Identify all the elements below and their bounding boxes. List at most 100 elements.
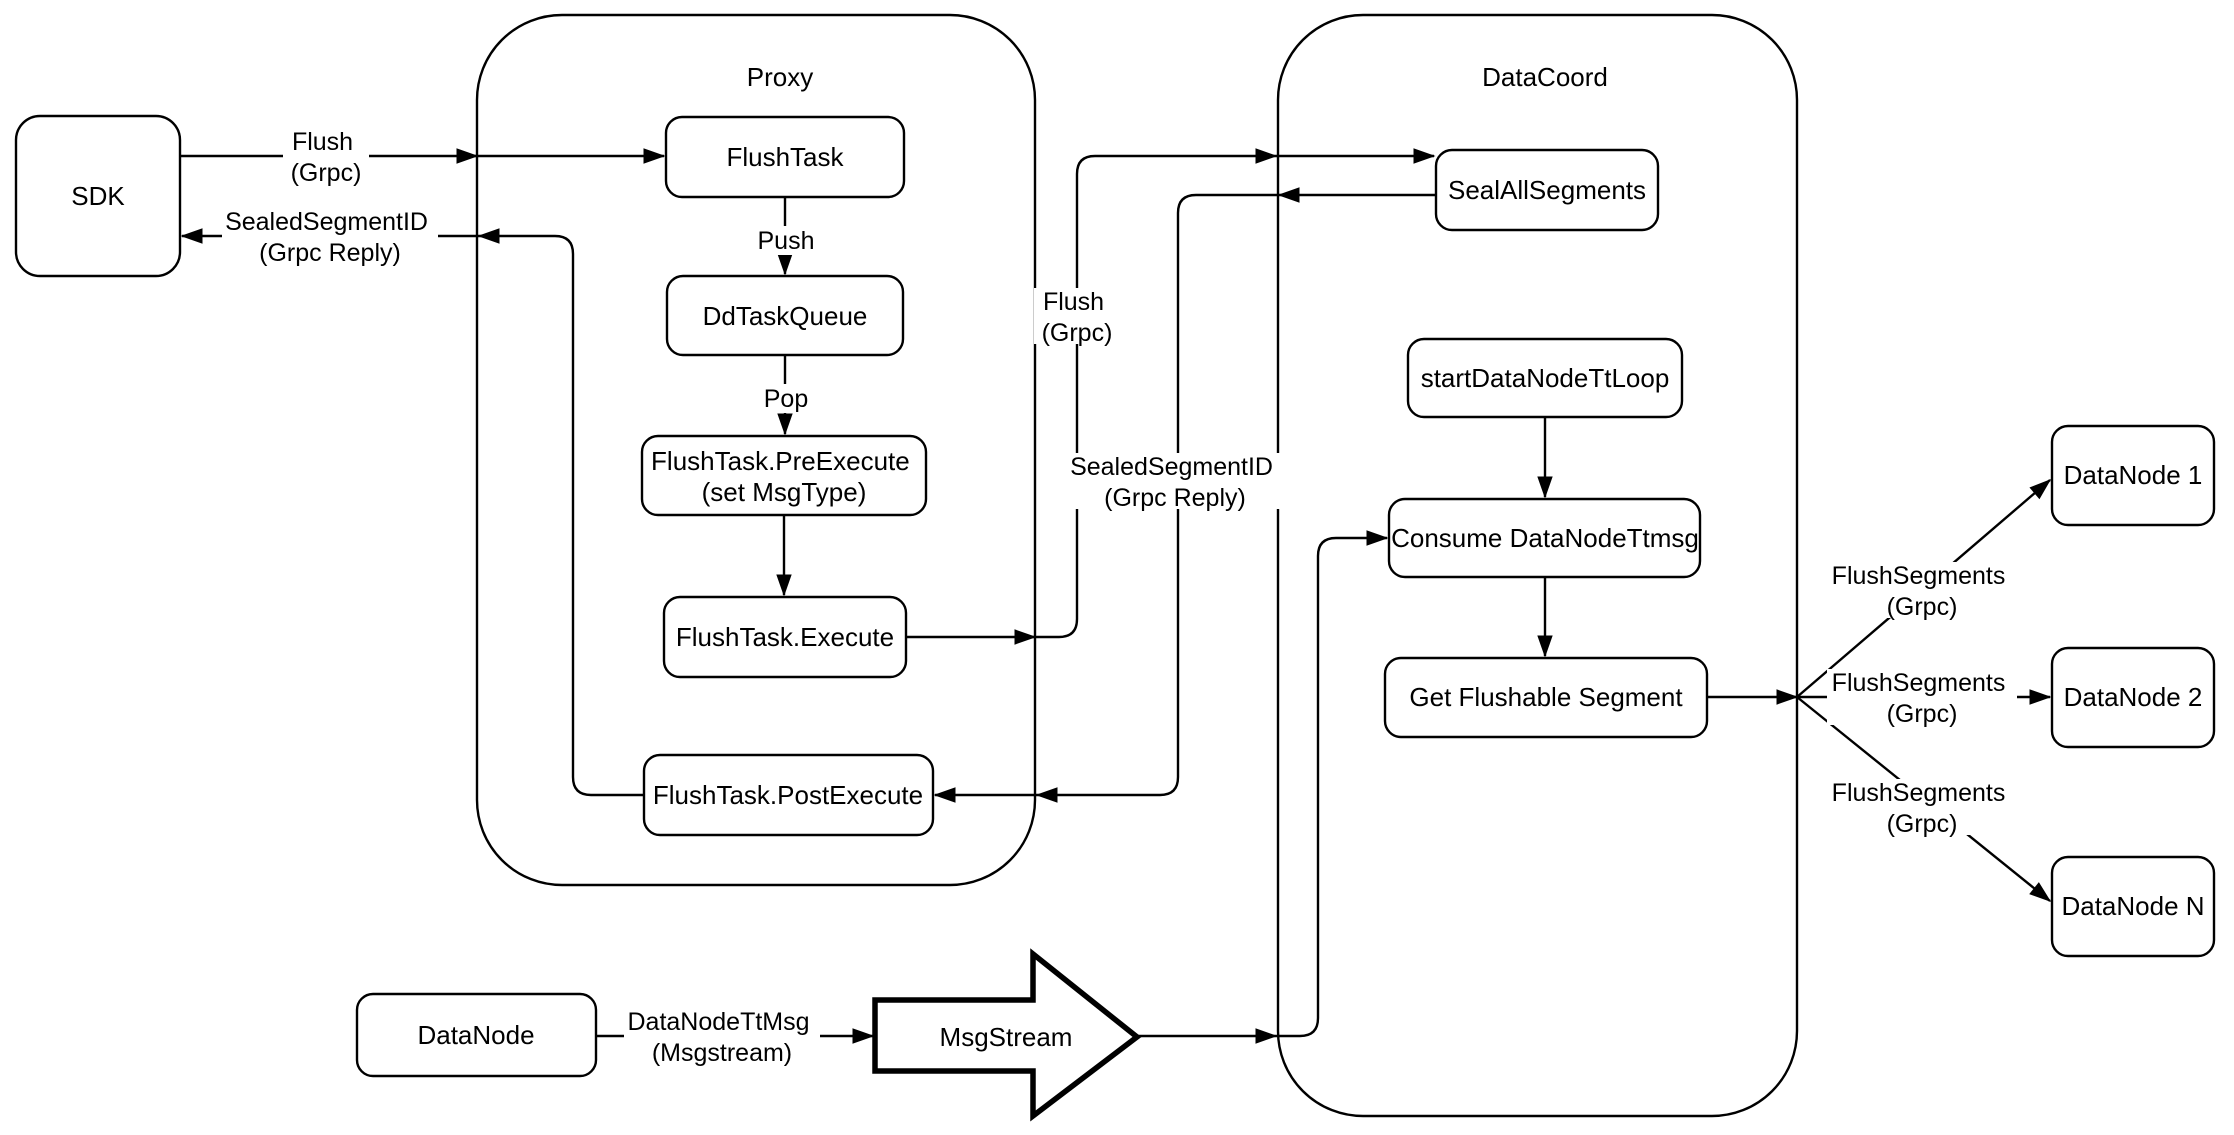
sealedsegmentid-sdk-line2: (Grpc Reply): [259, 239, 401, 267]
pop-label-bg: [758, 384, 814, 413]
flushsegments-3-line2: (Grpc): [1887, 810, 1958, 838]
msgstream-label: MsgStream: [940, 1022, 1073, 1052]
node-sdk: SDK: [14, 114, 182, 278]
datanode1-label: DataNode 1: [2064, 460, 2203, 490]
datanodettmsg-line1: DataNodeTtMsg: [628, 1008, 810, 1036]
flush-grpc-coord-line1: Flush: [1043, 288, 1104, 316]
edge-label-flushsegments-3: FlushSegments (Grpc): [1827, 779, 2017, 838]
edge-label-flushsegments-1: FlushSegments (Grpc): [1827, 562, 2017, 621]
edge-label-sealedsegmentid-sdk: SealedSegmentID (Grpc Reply): [222, 208, 438, 267]
node-datanode2: DataNode 2: [2050, 646, 2216, 749]
flushsegments-2-label: FlushSegments (Grpc): [1832, 669, 2013, 728]
node-consumedatanodettmsg: Consume DataNodeTtmsg: [1387, 497, 1702, 579]
flushsegments-2-label-bg: [1827, 669, 2017, 725]
ddtaskqueue-label: DdTaskQueue: [703, 301, 868, 331]
flushsegments-1-label: FlushSegments (Grpc): [1832, 562, 2013, 621]
edge-msgstream-riser-to-consume: [1276, 530, 1389, 1038]
edge-label-flush-grpc-coord: Flush (Grpc): [1034, 288, 1120, 347]
datanodettmsg-label: DataNodeTtMsg (Msgstream): [628, 1008, 817, 1067]
flushtask-box: [664, 115, 906, 199]
postexecute-box: [642, 753, 935, 837]
pop-label: Pop: [764, 385, 808, 413]
sealedsegmentid-coord-line1: SealedSegmentID: [1070, 453, 1273, 481]
preexecute-label-line2: (set MsgType): [702, 477, 867, 507]
datacoord-container-border: [1276, 13, 1799, 1118]
datacoord-container: DataCoord: [1276, 13, 1799, 1118]
postexecute-label: FlushTask.PostExecute: [653, 780, 923, 810]
edge-label-push: Push: [753, 226, 819, 255]
getflushablesegment-label: Get Flushable Segment: [1409, 682, 1683, 712]
edge-label-sealedsegmentid-coord: SealedSegmentID (Grpc Reply): [1067, 453, 1283, 512]
datanode-source-box: [355, 992, 598, 1078]
edge-label-flushsegments-2: FlushSegments (Grpc): [1827, 669, 2017, 728]
sdk-box: [14, 114, 182, 278]
edge-label-datanodettmsg: DataNodeTtMsg (Msgstream): [624, 1008, 820, 1067]
push-label: Push: [758, 227, 815, 255]
proxy-container: Proxy: [475, 13, 1037, 887]
datanodettmsg-line2: (Msgstream): [652, 1039, 792, 1067]
node-startdatanodettloop: startDataNodeTtLoop: [1406, 337, 1684, 419]
datanode1-box: [2050, 424, 2216, 527]
node-datanoden: DataNode N: [2050, 855, 2216, 958]
flush-grpc-coord-label-bg: [1034, 288, 1120, 344]
execute-box: [662, 595, 908, 679]
flush-grpc-coord-line2: (Grpc): [1042, 319, 1113, 347]
sdk-label: SDK: [71, 181, 125, 211]
proxy-container-title: Proxy: [747, 62, 813, 92]
node-execute: FlushTask.Execute: [662, 595, 908, 679]
flushsegments-1-line1: FlushSegments: [1832, 562, 2006, 590]
node-preexecute: FlushTask.PreExecute (set MsgType): [640, 434, 928, 517]
node-sealallsegments: SealAllSegments: [1434, 148, 1660, 232]
sealallsegments-label: SealAllSegments: [1448, 175, 1646, 205]
consumedatanodettmsg-box: [1387, 497, 1702, 579]
preexecute-label-line1: FlushTask.PreExecute: [651, 446, 910, 476]
sealedsegmentid-sdk-label: SealedSegmentID (Grpc Reply): [225, 208, 435, 267]
sealallsegments-box: [1434, 148, 1660, 232]
datanode-source-label: DataNode: [417, 1020, 534, 1050]
ddtaskqueue-box: [665, 274, 905, 357]
getflushablesegment-box: [1383, 656, 1709, 739]
flushsegments-3-line1: FlushSegments: [1832, 779, 2006, 807]
startdatanodettloop-label: startDataNodeTtLoop: [1421, 363, 1670, 393]
edge-postexecute-to-proxy-border: [477, 228, 644, 797]
sealedsegmentid-sdk-line1: SealedSegmentID: [225, 208, 428, 236]
node-ddtaskqueue: DdTaskQueue: [665, 274, 905, 357]
datanodettmsg-label-bg: [624, 1008, 820, 1064]
sealedsegmentid-coord-line2: (Grpc Reply): [1104, 484, 1246, 512]
node-datanode1: DataNode 1: [2050, 424, 2216, 527]
node-datanode-source: DataNode: [355, 992, 598, 1078]
edge-labels: Flush (Grpc) SealedSegmentID (Grpc Reply…: [222, 128, 2017, 1067]
datanoden-label: DataNode N: [2061, 891, 2204, 921]
flush-grpc-sdk-line1: Flush: [292, 128, 353, 156]
datacoord-container-title: DataCoord: [1482, 62, 1608, 92]
node-flushtask: FlushTask: [664, 115, 906, 199]
push-label-bg: [753, 226, 819, 255]
flushsegments-2-line2: (Grpc): [1887, 700, 1958, 728]
sealedsegmentid-coord-label: SealedSegmentID (Grpc Reply): [1070, 453, 1280, 512]
startdatanodettloop-box: [1406, 337, 1684, 419]
flushsegments-1-label-bg: [1827, 562, 2017, 618]
flush-grpc-sdk-label: Flush (Grpc): [291, 128, 362, 187]
edge-label-pop: Pop: [758, 384, 814, 413]
node-msgstream: MsgStream: [872, 948, 1142, 1122]
datanode2-label: DataNode 2: [2064, 682, 2203, 712]
flush-grpc-coord-label: Flush (Grpc): [1042, 288, 1113, 347]
msgstream-block-arrow: [872, 948, 1142, 1122]
sealedsegmentid-coord-label-bg: [1067, 453, 1283, 509]
flushsegments-2-line1: FlushSegments: [1832, 669, 2006, 697]
datanode2-box: [2050, 646, 2216, 749]
node-getflushablesegment: Get Flushable Segment: [1383, 656, 1709, 739]
datanoden-box: [2050, 855, 2216, 958]
node-postexecute: FlushTask.PostExecute: [642, 753, 935, 837]
consumedatanodettmsg-label: Consume DataNodeTtmsg: [1391, 523, 1699, 553]
preexecute-box: [640, 434, 928, 517]
flushsegments-3-label-bg: [1827, 779, 2017, 835]
flush-grpc-sdk-label-bg: [283, 128, 369, 184]
flushsegments-3-label: FlushSegments (Grpc): [1832, 779, 2013, 838]
flushtask-label: FlushTask: [726, 142, 844, 172]
preexecute-label: FlushTask.PreExecute (set MsgType): [651, 446, 917, 507]
edge-label-flush-grpc-sdk: Flush (Grpc): [283, 128, 369, 187]
execute-label: FlushTask.Execute: [676, 622, 894, 652]
edge-flush-riser-to-datacoord-border: [1035, 148, 1278, 639]
